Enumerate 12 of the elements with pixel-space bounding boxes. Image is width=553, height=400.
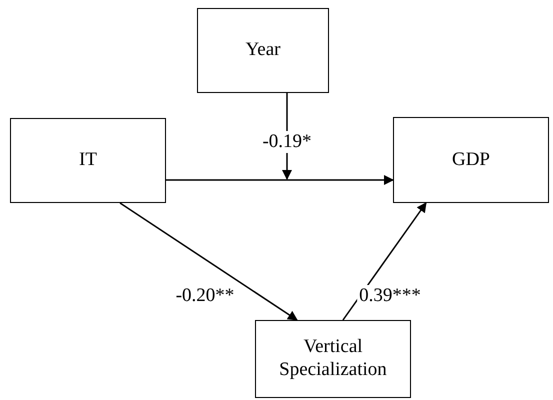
box-label: Year <box>245 39 280 62</box>
arrow <box>166 175 394 185</box>
edge-label: -0.19* <box>260 131 314 153</box>
variable-box <box>197 8 329 93</box>
box-label: GDP <box>452 148 490 172</box>
variable-box <box>255 320 411 398</box>
arrow <box>120 202 298 321</box>
box-label: Vertical Specialization <box>278 336 388 382</box>
box-label: IT <box>79 149 97 172</box>
variable-box <box>10 118 166 203</box>
variable-box <box>393 117 549 203</box>
arrow <box>342 202 427 320</box>
